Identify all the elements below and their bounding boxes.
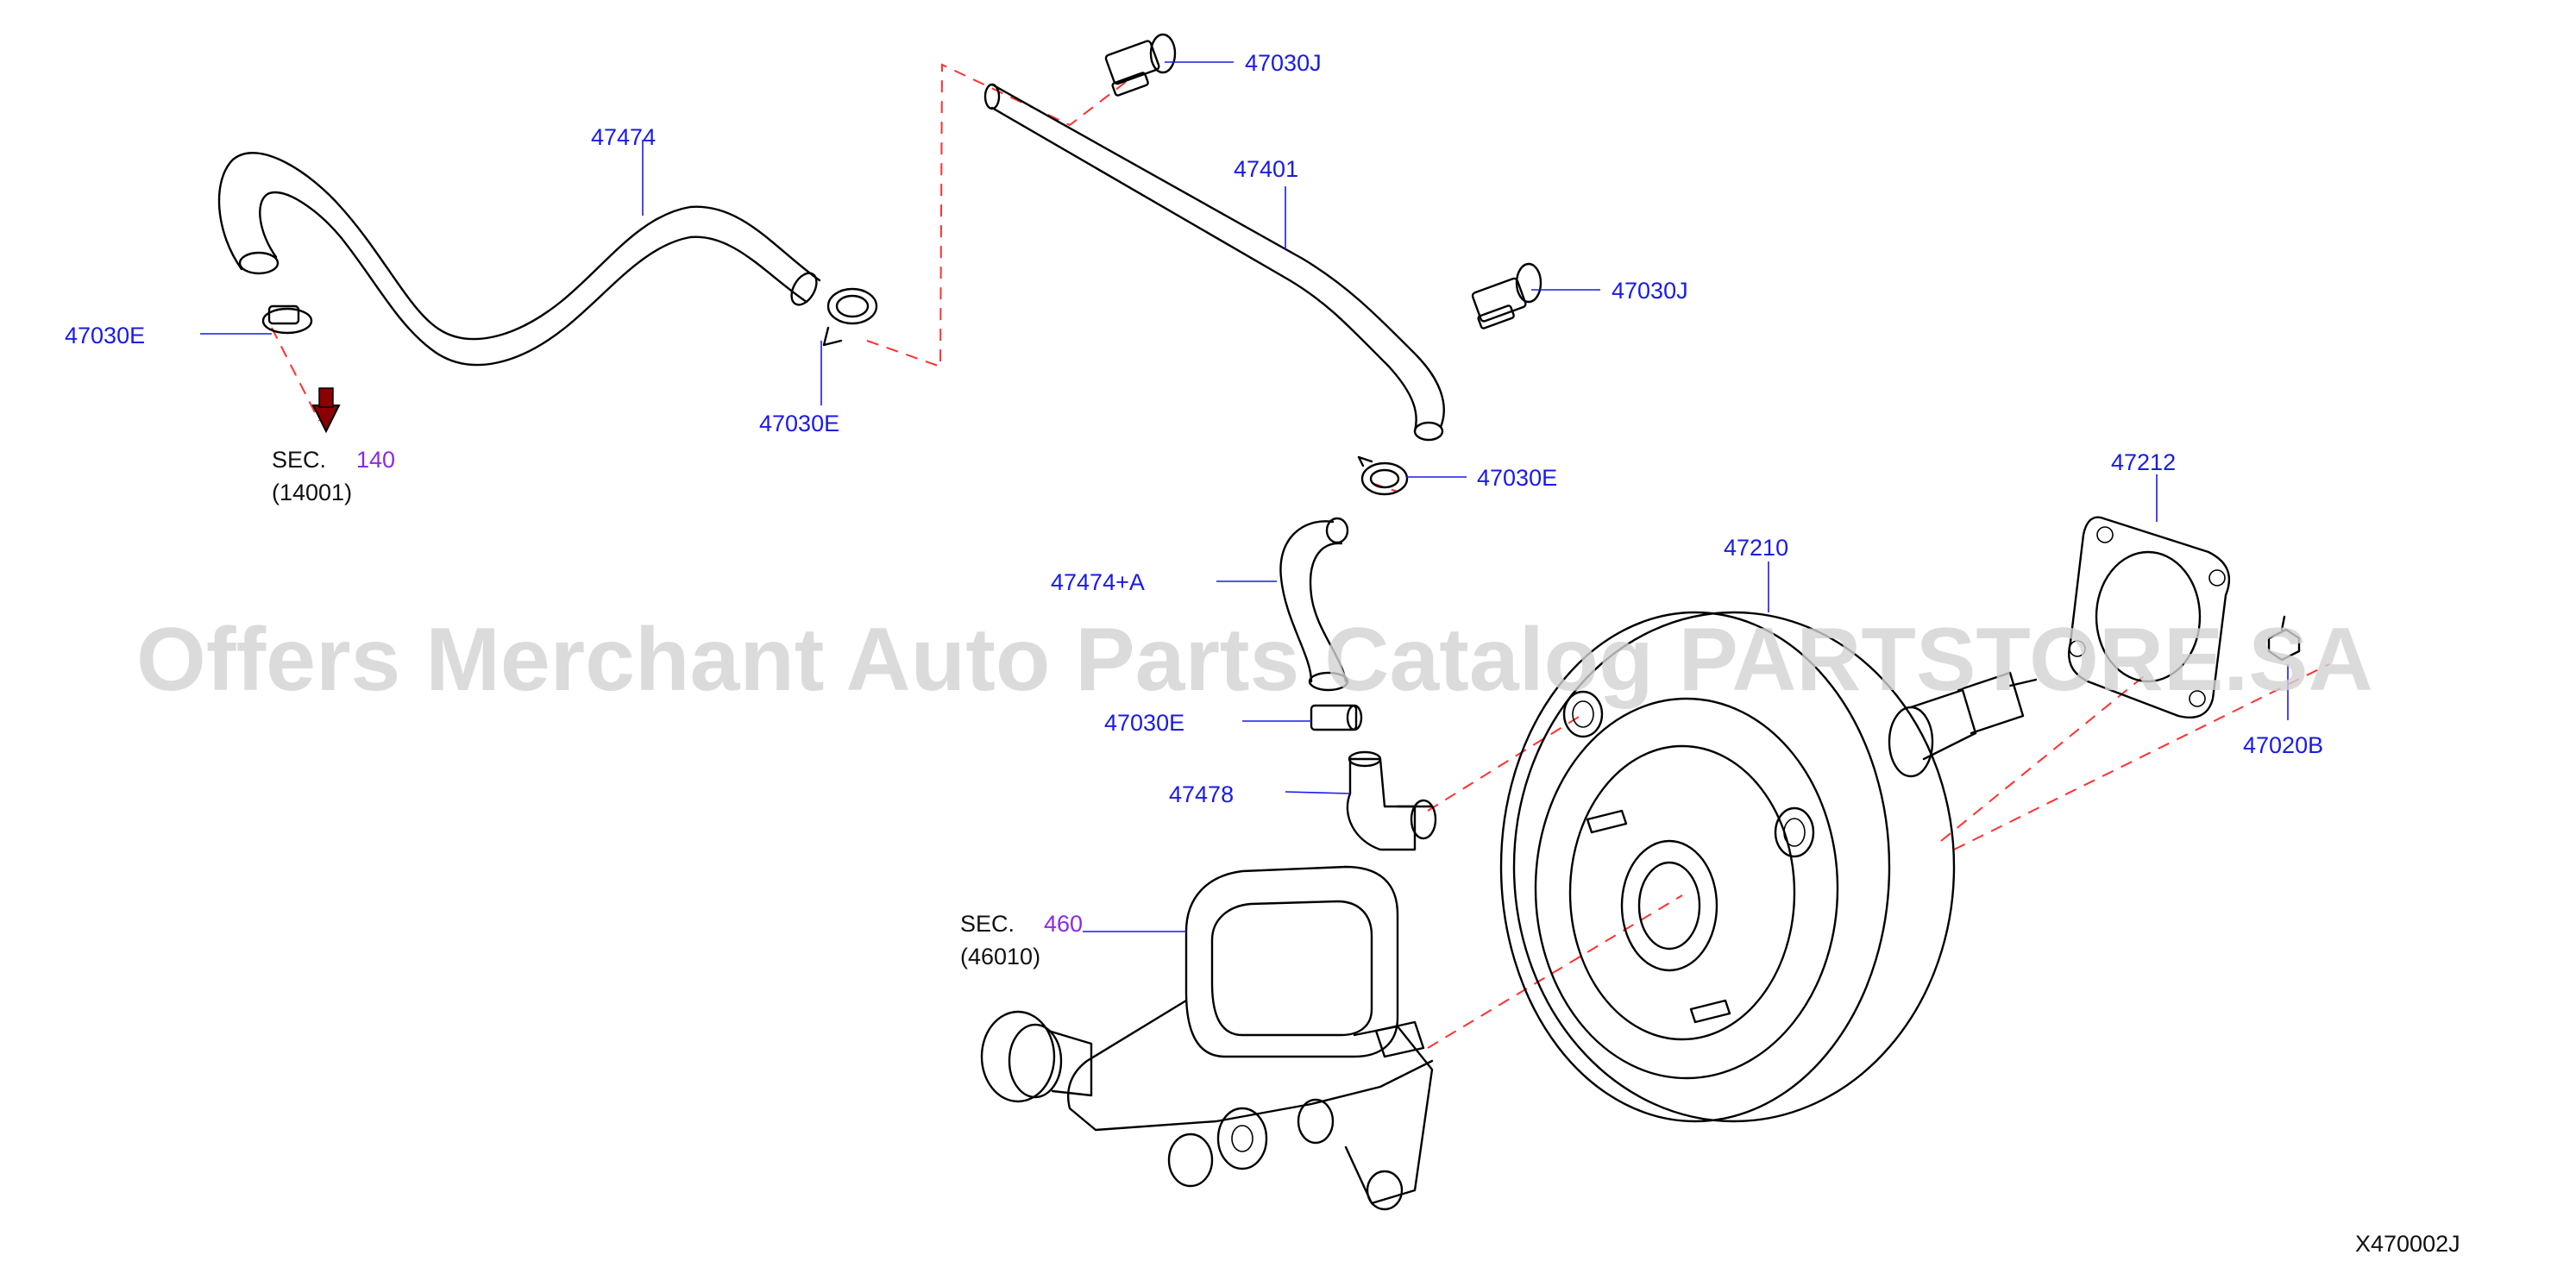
part-labels: 47474 47030E 47030E 47030J 47401 47030J … — [65, 50, 2323, 807]
sec-140-number[interactable]: 140 — [356, 447, 395, 473]
sec-460-prefix: SEC. — [960, 911, 1015, 937]
label-47030e-low[interactable]: 47030E — [1104, 710, 1184, 736]
sec-460-number[interactable]: 460 — [1044, 911, 1083, 937]
nut-47020b[interactable] — [2267, 615, 2301, 662]
dashed-guide-lines — [271, 63, 2330, 1049]
clamp-47030e-low[interactable] — [1310, 704, 1363, 731]
diagram-code: X470002J — [2355, 1231, 2460, 1257]
label-47030e-mid[interactable]: 47030E — [759, 411, 839, 436]
tube-47401[interactable] — [983, 83, 1445, 442]
connector-47030j-right[interactable] — [1471, 262, 1542, 329]
section-ref-140[interactable]: SEC. 140 (14001) — [272, 447, 395, 505]
arrow-to-sec-140 — [311, 387, 341, 434]
leader-lines — [200, 61, 2289, 932]
label-47210[interactable]: 47210 — [1724, 535, 1788, 561]
label-47212[interactable]: 47212 — [2111, 449, 2176, 475]
gasket-47212[interactable] — [2068, 516, 2231, 718]
hose-47474[interactable] — [217, 152, 821, 367]
clamp-47030e-left[interactable] — [261, 304, 313, 335]
connector-47030j-top[interactable] — [1104, 33, 1177, 97]
label-47474a[interactable]: 47474+A — [1051, 569, 1145, 595]
hose-47474a[interactable] — [1279, 517, 1349, 692]
brake-booster-47210[interactable] — [1499, 611, 2038, 1123]
clamp-47030e-mid[interactable] — [822, 287, 878, 347]
label-47474[interactable]: 47474 — [591, 124, 656, 150]
check-valve-47478[interactable] — [1346, 750, 1437, 851]
label-47401[interactable]: 47401 — [1234, 156, 1298, 182]
master-cylinder-sec-460[interactable] — [980, 865, 1434, 1211]
label-47478[interactable]: 47478 — [1169, 781, 1234, 807]
label-47020b[interactable]: 47020B — [2243, 732, 2323, 758]
sec-140-prefix: SEC. — [272, 447, 326, 473]
label-47030e-left[interactable]: 47030E — [65, 323, 145, 348]
label-47030j-top[interactable]: 47030J — [1245, 50, 1322, 76]
label-47030j-right[interactable]: 47030J — [1612, 278, 1688, 304]
section-ref-460[interactable]: SEC. 460 (46010) — [960, 911, 1083, 969]
watermark-text: Offers Merchant Auto Parts Catalog PARTS… — [136, 610, 2373, 710]
sec-140-subref: (14001) — [272, 480, 352, 505]
sec-460-subref: (46010) — [960, 944, 1040, 969]
label-47030e-right[interactable]: 47030E — [1477, 465, 1557, 491]
clamp-47030e-right[interactable] — [1357, 455, 1409, 496]
